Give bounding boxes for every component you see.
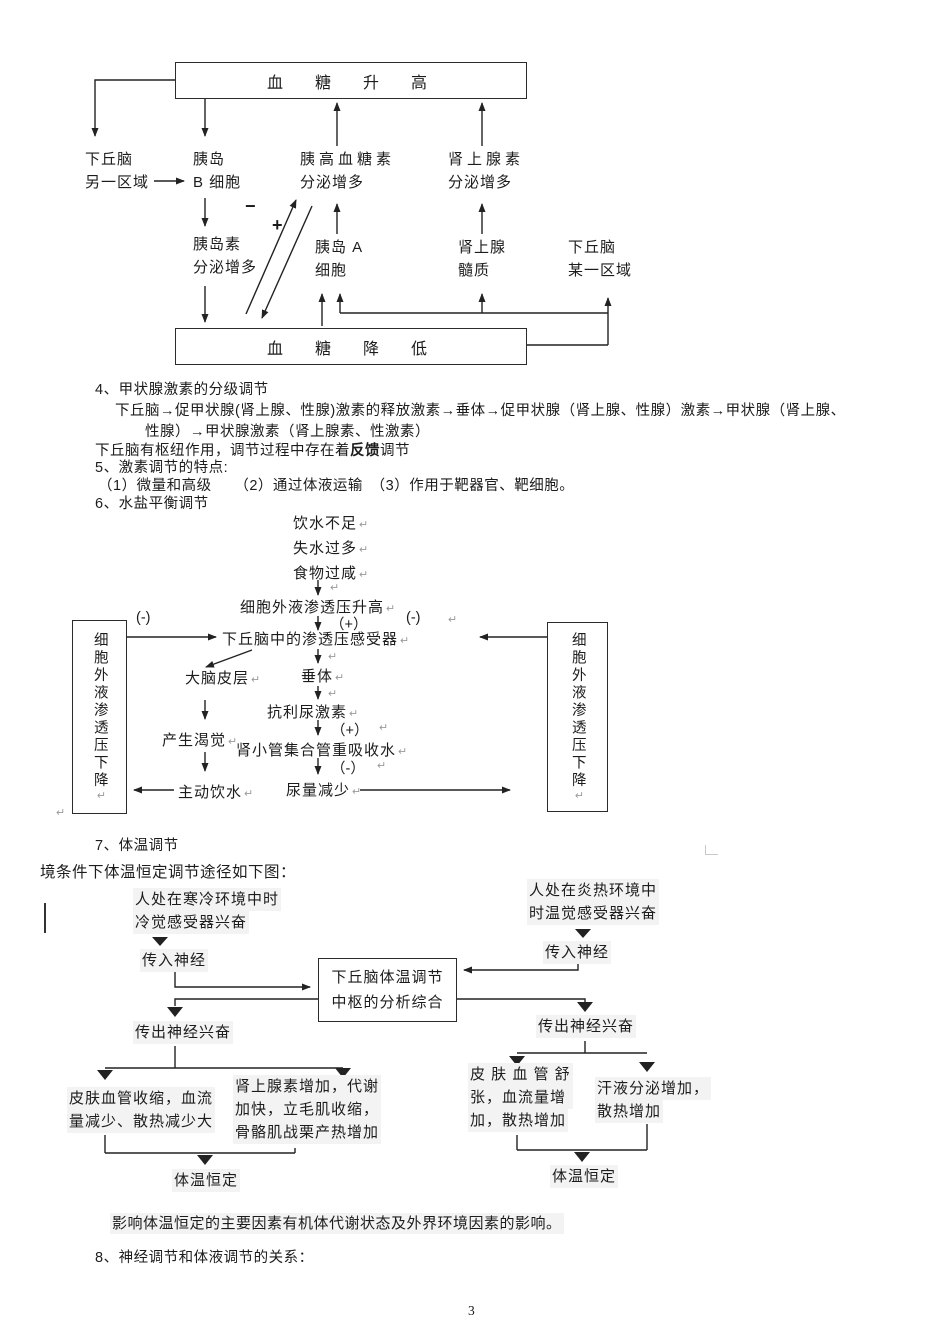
section4-heading: 4、甲状腺激素的分级调节	[95, 382, 269, 398]
return-mark: ↵	[328, 651, 338, 663]
blood-sugar-high-label: 血 糖 升 高	[266, 74, 435, 92]
negative-feedback-right: (-)	[406, 610, 421, 626]
blood-sugar-low-box: 血 糖 降 低	[175, 328, 527, 365]
section5-heading: 5、激素调节的特点:	[95, 460, 229, 476]
return-mark: ↵	[377, 760, 387, 772]
plus-label: （+）	[330, 617, 368, 633]
node-osmoreceptor: 下丘脑中的渗透压感受器↵	[222, 631, 410, 648]
node-insulin: 胰岛素 分泌增多	[193, 236, 258, 276]
return-mark: ↵	[352, 786, 362, 798]
node-islet-a-cells: 胰岛 A 细胞	[315, 239, 364, 279]
return-mark: ↵	[95, 789, 107, 803]
return-mark: ↵	[349, 708, 359, 720]
hypothalamus-center-box: 下丘脑体温调节 中枢的分析综合	[318, 958, 457, 1022]
return-mark: ↵	[398, 746, 408, 758]
minus-label: （-）	[331, 761, 365, 777]
node-urine-decrease: 尿量减少↵	[286, 782, 362, 799]
node-drink-water: 主动饮水↵	[178, 784, 254, 801]
node-kidney-reabsorb: 肾小管集合管重吸收水↵	[236, 742, 408, 759]
return-mark: ↵	[400, 635, 410, 647]
return-mark: ↵	[359, 569, 369, 581]
return-mark: ↵	[335, 672, 345, 684]
return-mark: ↵	[244, 788, 254, 800]
node-hot-environment: 人处在炎热环境中 时温觉感受器兴奋	[527, 879, 660, 925]
text-cursor	[44, 903, 46, 933]
node-cerebral-cortex: 大脑皮层↵	[185, 670, 261, 687]
section8-heading: 8、神经调节和体液调节的关系：	[95, 1250, 314, 1266]
node-afferent-nerve-right: 传入神经	[543, 941, 612, 964]
node-adrenaline: 肾上腺素 分泌增多	[448, 151, 525, 191]
section7-heading: 7、体温调节	[95, 838, 179, 854]
node-temperature-stable-right: 体温恒定	[550, 1165, 619, 1188]
node-adh: 抗利尿激素↵	[267, 704, 359, 721]
node-hypothalamus-certain-region: 下丘脑 某一区域	[568, 239, 633, 279]
node-efferent-nerve-left: 传出神经兴奋	[133, 1021, 234, 1044]
return-mark: ↵	[359, 519, 369, 531]
node-cold-environment: 人处在寒冷环境中时 冷觉感受器兴奋	[133, 888, 282, 934]
section4-line2: 性腺）→甲状腺激素（肾上腺素、性激素）	[145, 424, 430, 440]
page-number: 3	[468, 1303, 475, 1318]
node-afferent-nerve-left: 传入神经	[140, 949, 209, 972]
node-glucagon: 胰高血糖素 分泌增多	[300, 151, 396, 191]
return-mark: ↵	[228, 736, 238, 748]
node-pituitary: 垂体↵	[301, 668, 345, 685]
section4-note: 下丘脑有枢纽作用，调节过程中存在着反馈调节	[95, 443, 410, 459]
node-adrenal-medulla: 肾上腺 髓质	[458, 239, 507, 279]
section5-items: （1）微量和高级 （2）通过体液运输 （3）作用于靶器官、靶细胞。	[98, 478, 575, 494]
negative-feedback-left: (-)	[136, 610, 151, 626]
minus-sign: −	[245, 196, 256, 216]
return-mark: ↵	[328, 688, 338, 700]
node-hypothalamus-other-region: 下丘脑 另一区域	[85, 151, 150, 191]
water-causes: 饮水不足↵ 失水过多↵ 食物过咸↵	[293, 515, 369, 582]
feedback-bold: 反馈	[350, 443, 380, 459]
node-efferent-nerve-right: 传出神经兴奋	[536, 1015, 637, 1038]
osmotic-down-box-left: 细胞外液渗透压下降↵	[72, 620, 127, 814]
node-adrenaline-metabolism: 肾上腺素增加，代谢 加快，立毛肌收缩， 骨骼肌战栗产热增加	[233, 1075, 382, 1144]
blood-sugar-high-box: 血 糖 升 高	[175, 62, 527, 99]
node-sweat-secretion: 汗液分泌增加， 散热增加	[595, 1077, 712, 1123]
return-mark: ↵	[386, 603, 396, 615]
return-mark: ↵	[330, 582, 340, 594]
blood-sugar-low-label: 血 糖 降 低	[266, 340, 435, 358]
node-temperature-stable-left: 体温恒定	[172, 1169, 241, 1192]
section7-note: 影响体温恒定的主要因素有机体代谢状态及外界环境因素的影响。	[110, 1213, 564, 1234]
return-mark: ↵	[573, 789, 585, 803]
node-osmotic-pressure-up: 细胞外液渗透压升高↵	[240, 599, 396, 616]
return-mark: ↵	[251, 674, 261, 686]
plus-label: （+）	[331, 723, 369, 739]
return-mark: ↵	[379, 722, 389, 734]
section6-heading: 6、水盐平衡调节	[95, 496, 209, 512]
section4-line1: 下丘脑→促甲状腺(肾上腺、性腺)激素的释放激素→垂体→促甲状腺（肾上腺、性腺）激…	[115, 403, 846, 419]
return-mark: ↵	[359, 544, 369, 556]
section7-intro: 境条件下体温恒定调节途径如下图：	[40, 864, 297, 881]
node-thirst: 产生渴觉↵	[162, 732, 238, 749]
plus-sign: +	[272, 215, 283, 235]
node-skin-vasoconstriction: 皮肤血管收缩，血流 量减少、散热减少大	[67, 1087, 216, 1133]
osmotic-down-box-right: 细胞外液渗透压下降↵	[547, 622, 608, 812]
return-mark: ↵	[56, 807, 66, 819]
text-boundary-mark	[705, 845, 718, 855]
return-mark: ↵	[448, 614, 458, 626]
node-islet-b-cells: 胰岛 B 细胞	[193, 151, 242, 191]
node-skin-vasodilation: 皮 肤 血 管 舒 张，血流量增 加，散热增加	[468, 1063, 573, 1132]
